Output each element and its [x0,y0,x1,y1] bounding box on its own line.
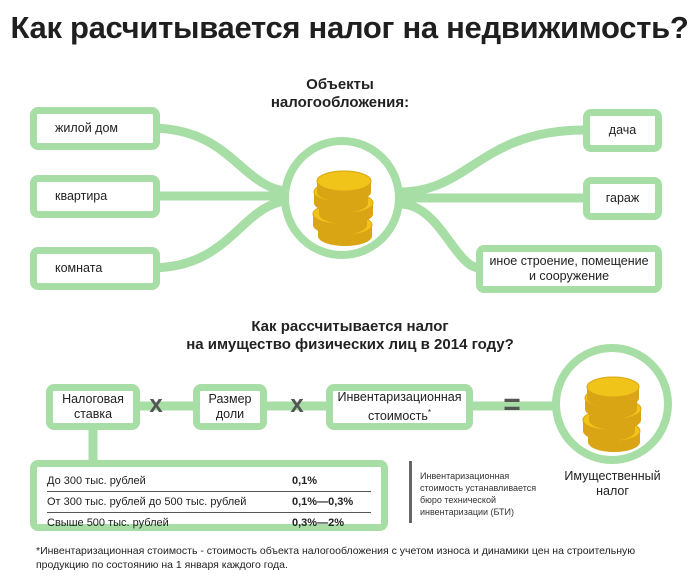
connector-right-1 [395,125,590,197]
coin-face [586,376,640,398]
note-line: стоимость устанавливается [420,483,537,493]
inventory-value-label-word: стоимость [368,409,428,424]
note-divider [409,461,412,523]
objects-heading-line2: налогообложения: [270,94,410,111]
table-row: До 300 тыс. рублей 0,1% [47,471,371,491]
object-box-other: иное строение, помещение и сооружение [476,245,662,293]
formula-heading-line2: на имущество физических лиц в 2014 году? [186,336,514,353]
inventory-value-label-line2: стоимость* [368,405,431,424]
tax-rate-box: Налоговая ставка [46,384,140,430]
result-label-line2: налог [596,484,629,498]
result-label: Имущественный налог [545,469,680,499]
rate-value: 0,1% [292,475,318,487]
inventory-value-label-line1: Инвентаризационная [337,389,462,404]
share-size-label-line2: доли [215,407,245,421]
table-row: От 300 тыс. рублей до 500 тыс. рублей 0,… [47,491,371,512]
object-label: гараж [605,191,640,205]
connector-left-1 [145,123,300,197]
note-line: Инвентаризационная [420,471,510,481]
objects-heading: Объекты налогообложения: [260,76,420,112]
object-box-room: комната [30,247,160,290]
share-size-label-line1: Размер [208,392,252,406]
footnote-line2: продукцию по состоянию на 1 января каждо… [36,559,288,571]
coin-stack-icon [312,170,374,246]
object-box-dacha: дача [583,109,662,152]
multiply-sign: x [290,391,304,418]
object-label: квартира [55,189,108,203]
rate-range: До 300 тыс. рублей [47,475,146,487]
table-row: Свыше 500 тыс. рублей 0,3%—2% [47,512,371,533]
object-box-garage: гараж [583,177,662,220]
tax-rate-label-line1: Налоговая [62,392,124,406]
connector-left-3 [145,195,300,273]
inventory-value-box: Инвентаризационная стоимость* [326,384,473,430]
objects-heading-line1: Объекты [306,76,374,93]
multiply-sign: x [149,391,163,418]
tax-rate-table: До 300 тыс. рублей 0,1% От 300 тыс. рубл… [30,460,388,531]
object-box-apartment: квартира [30,175,160,218]
result-label-line1: Имущественный [564,469,661,483]
rate-value: 0,3%—2% [292,517,344,529]
tax-rate-label-line2: ставка [73,407,113,421]
equals-sign: = [503,388,521,421]
coin-face [316,170,372,192]
object-box-house: жилой дом [30,107,160,150]
share-size-box: Размер доли [193,384,267,430]
rate-value: 0,1%—0,3% [292,496,354,508]
object-label: комната [55,261,103,275]
object-label: дача [608,123,637,137]
object-label: жилой дом [55,121,119,135]
rate-range: Свыше 500 тыс. рублей [47,517,169,529]
inventory-note: Инвентаризационная стоимость устанавлива… [420,470,560,518]
page-title: Как расчитывается налог на недвижимость? [10,10,689,45]
note-line: инвентаризации (БТИ) [420,507,515,517]
object-label-line2: и сооружение [528,269,610,283]
connector-right-3 [395,199,485,273]
coin-stack-icon [582,376,642,452]
footnote-mark: * [427,407,431,417]
footnote-line1: *Инвентаризационная стоимость - стоимост… [36,545,636,557]
formula-heading-line1: Как рассчитывается налог [251,318,449,335]
rate-range: От 300 тыс. рублей до 500 тыс. рублей [47,496,247,508]
formula-heading: Как рассчитывается налог на имущество фи… [150,318,550,354]
note-line: бюро технической [420,495,497,505]
object-label-line1: иное строение, помещение [489,254,649,268]
footnote: *Инвентаризационная стоимость - стоимост… [36,544,686,572]
